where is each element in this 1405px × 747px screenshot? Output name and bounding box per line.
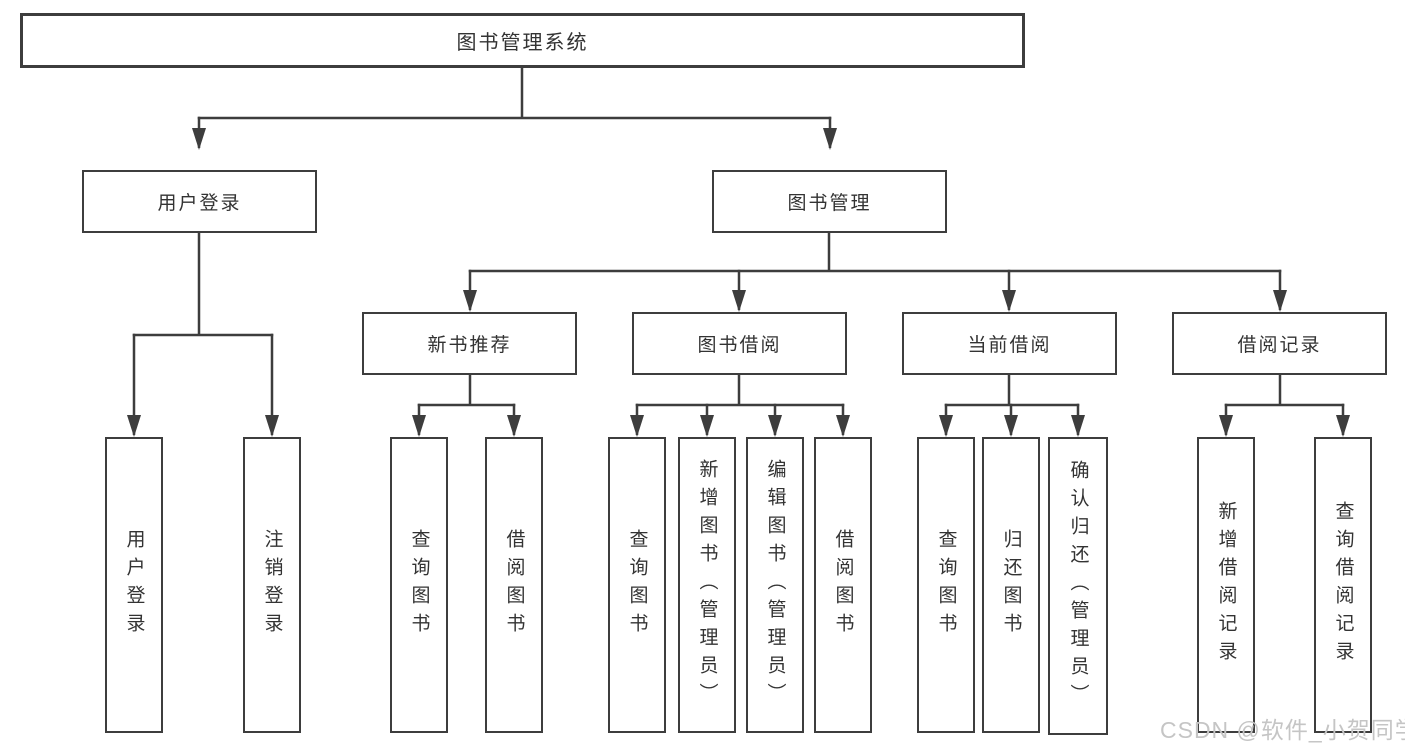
node-borrow-records: 借阅记录 [1172, 312, 1387, 375]
leaf-label: 确认归还（管理员） [1067, 460, 1089, 712]
leaf-label: 查询图书 [626, 529, 648, 641]
node-current-borrow: 当前借阅 [902, 312, 1117, 375]
connector-current-borrow [939, 375, 1085, 437]
leaf-query-books-recommend: 查询图书 [390, 437, 448, 733]
node-label: 图书管理 [787, 193, 872, 214]
leaf-label: 归还图书 [1000, 529, 1022, 641]
leaf-borrow-books-recommend: 借阅图书 [485, 437, 543, 733]
leaf-label: 借阅图书 [832, 529, 854, 641]
connector-new-book-recommend [412, 375, 521, 437]
node-book-management: 图书管理 [712, 170, 947, 233]
leaf-add-book-admin: 新增图书（管理员） [678, 437, 736, 733]
leaf-label: 查询借阅记录 [1332, 501, 1354, 669]
node-library-system: 图书管理系统 [20, 13, 1025, 68]
leaf-user-login: 用户登录 [105, 437, 163, 733]
leaf-label: 新增借阅记录 [1215, 501, 1237, 669]
leaf-logout: 注销登录 [243, 437, 301, 733]
leaf-query-books-borrow: 查询图书 [608, 437, 666, 733]
leaf-query-books-current: 查询图书 [917, 437, 975, 733]
leaf-label: 用户登录 [123, 529, 145, 641]
node-label: 当前借阅 [967, 335, 1052, 356]
leaf-label: 查询图书 [935, 529, 957, 641]
leaf-label: 注销登录 [261, 529, 283, 641]
leaf-label: 查询图书 [408, 529, 430, 641]
node-new-book-recommend: 新书推荐 [362, 312, 577, 375]
leaf-query-borrow-record: 查询借阅记录 [1314, 437, 1372, 733]
leaf-edit-book-admin: 编辑图书（管理员） [746, 437, 804, 733]
node-label: 借阅记录 [1237, 335, 1322, 356]
leaf-add-borrow-record: 新增借阅记录 [1197, 437, 1255, 733]
leaf-confirm-return-admin: 确认归还（管理员） [1048, 437, 1108, 735]
connector-user-login [127, 233, 279, 437]
node-book-borrow: 图书借阅 [632, 312, 847, 375]
leaf-label: 编辑图书（管理员） [764, 459, 786, 711]
node-label: 图书管理系统 [456, 32, 589, 54]
node-label: 用户登录 [157, 193, 242, 214]
node-user-login: 用户登录 [82, 170, 317, 233]
node-label: 图书借阅 [697, 335, 782, 356]
csdn-watermark: CSDN @软件_小贺同学 [1160, 717, 1405, 743]
connector-book-management [463, 233, 1287, 312]
connector-book-borrow [630, 375, 850, 437]
connector-borrow-records [1219, 375, 1350, 437]
connector-root [192, 68, 837, 150]
node-label: 新书推荐 [427, 335, 512, 356]
leaf-return-books: 归还图书 [982, 437, 1040, 733]
leaf-label: 新增图书（管理员） [696, 459, 718, 711]
leaf-label: 借阅图书 [503, 529, 525, 641]
leaf-borrow-books-borrow: 借阅图书 [814, 437, 872, 733]
